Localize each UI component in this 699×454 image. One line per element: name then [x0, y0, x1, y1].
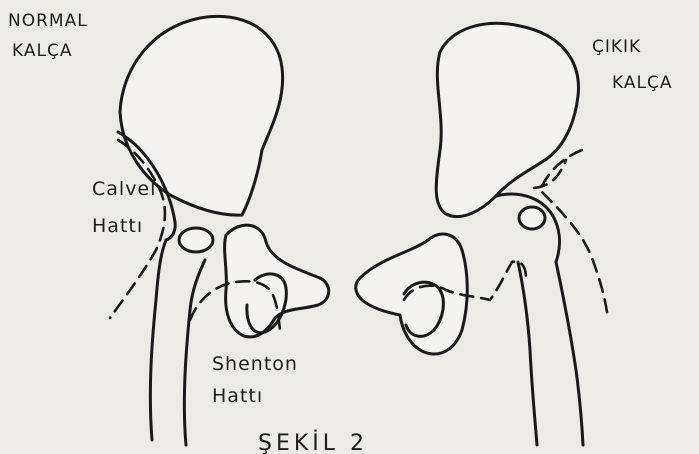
dislocated-small-ossicle [519, 207, 545, 229]
label-shenton-line1: Shenton [212, 353, 298, 375]
label-calve-line1: Calvel [92, 178, 156, 200]
label-calve-line2: Hattı [92, 215, 143, 237]
label-dislocated-line1: ÇIKIK [592, 37, 641, 57]
label-normal-line1: NORMAL [8, 11, 88, 31]
label-shenton-line2: Hattı [212, 385, 263, 407]
label-dislocated-line2: KALÇA [612, 73, 672, 93]
normal-small-ossicle [179, 228, 213, 252]
label-normal-line2: KALÇA [12, 41, 72, 61]
figure-caption: ŞEKİL 2 [258, 430, 368, 454]
